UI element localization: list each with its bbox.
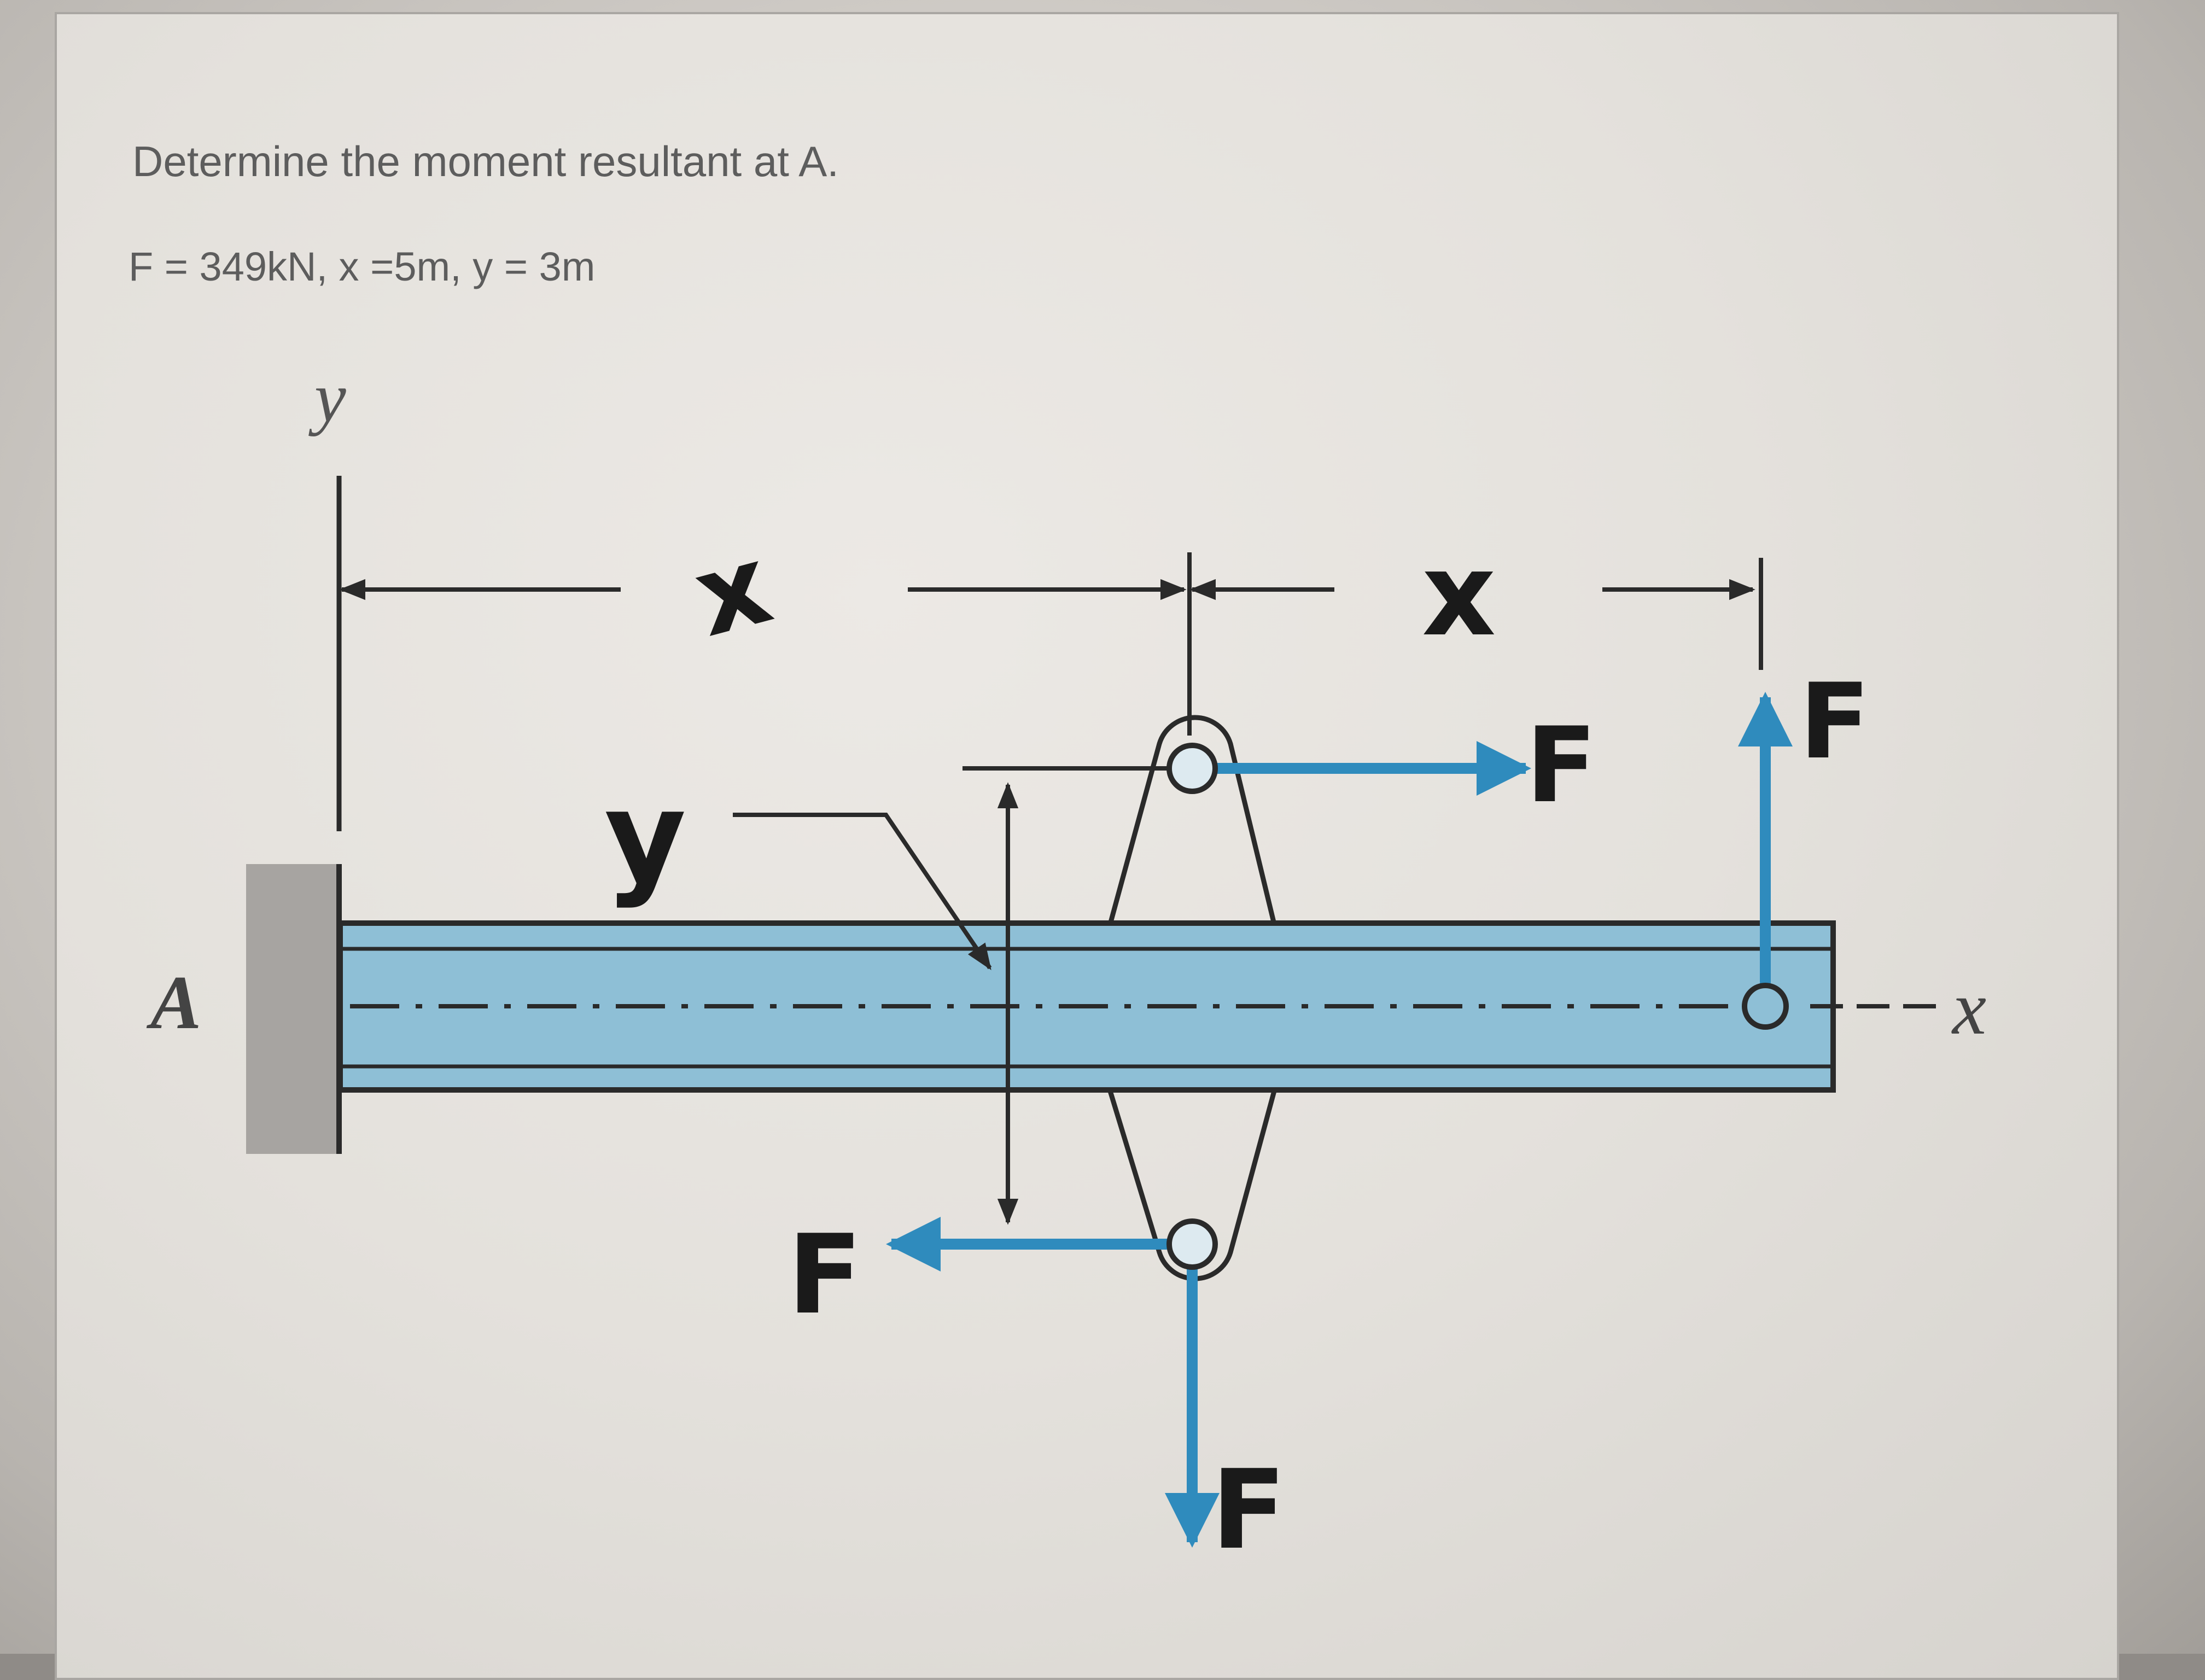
question-text: Determine the moment resultant at A.	[132, 137, 839, 185]
force-label-left: F	[788, 1211, 862, 1339]
force-label-right: F	[1526, 705, 1597, 826]
question-card	[55, 12, 2119, 1680]
x-axis-label: x	[1951, 966, 1986, 1051]
y-leader-line	[733, 813, 992, 970]
bracket-upper	[1107, 715, 1277, 925]
dimension-label-y: y	[604, 765, 686, 911]
dimension-label-x1: x	[682, 521, 783, 662]
dimension-label-x2: x	[1422, 528, 1496, 662]
point-a-label: A	[146, 960, 201, 1045]
wall-support	[246, 864, 339, 1154]
pin-end	[1742, 983, 1789, 1030]
y-axis-label: y	[308, 358, 346, 437]
force-label-up: F	[1799, 661, 1870, 782]
pin-upper	[1166, 743, 1218, 794]
given-values: F = 349kN, x =5m, y = 3m	[129, 244, 596, 289]
force-label-down: F	[1211, 1446, 1286, 1574]
pin-lower	[1166, 1218, 1218, 1270]
